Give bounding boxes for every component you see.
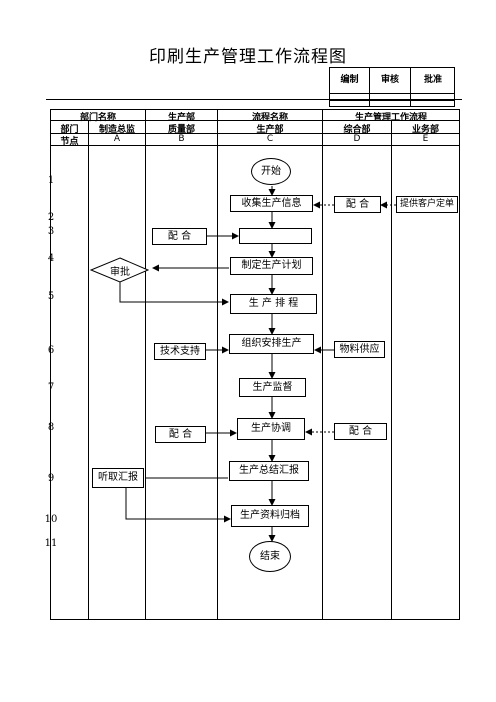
blank-step	[239, 228, 312, 244]
col-d-dept: 综合部	[343, 125, 371, 135]
schedule-step: 生 产 排 程	[230, 294, 317, 314]
approve-label: 审批	[110, 267, 130, 278]
customer-order-box: 提供客户定单	[396, 196, 458, 213]
table-row-line	[50, 145, 460, 146]
col-b-dept: 质量部	[167, 125, 195, 135]
table-bottom	[50, 619, 460, 620]
compile-label: 编制	[340, 75, 359, 85]
approve-label: 批准	[423, 75, 442, 85]
table-top	[50, 109, 460, 110]
dept-header: 部门	[60, 125, 79, 135]
col-a-node: A	[113, 134, 121, 144]
review-label: 审核	[380, 75, 399, 85]
cooperate-box-b: 配 合	[152, 228, 207, 245]
approval-table: 编制 审核 批准	[329, 67, 455, 107]
listen-report-box: 听取汇报	[92, 468, 144, 488]
node-number: 8	[47, 422, 55, 433]
table-col-line	[322, 109, 323, 620]
node-number: 9	[47, 473, 55, 484]
table-col-line	[459, 109, 460, 620]
col-b-node: B	[178, 134, 185, 144]
node-number: 6	[47, 345, 55, 356]
node-number: 1	[47, 175, 55, 186]
col-e-node: E	[422, 134, 429, 144]
cooperate-box-d8: 配 合	[334, 423, 387, 440]
col-c-node: C	[266, 134, 274, 144]
col-e-dept: 业务部	[411, 125, 439, 135]
make-plan-step: 制定生产计划	[230, 257, 313, 275]
node-header: 节点	[60, 137, 79, 147]
table-col-line	[88, 120, 89, 620]
production-dept-header: 生产部	[167, 113, 195, 123]
table-col-line	[217, 109, 218, 620]
end-terminator: 结束	[249, 541, 291, 572]
node-number: 7	[47, 382, 55, 393]
table-col-line	[50, 109, 51, 620]
col-d-node: D	[353, 134, 361, 144]
cooperate-box-d: 配 合	[334, 196, 381, 213]
node-number: 5	[47, 291, 55, 302]
tech-support-box: 技术支持	[154, 343, 206, 360]
collect-info-step: 收集生产信息	[230, 195, 313, 212]
material-supply-box: 物料供应	[334, 341, 385, 358]
start-terminator: 开始	[251, 158, 291, 185]
node-number: 3	[47, 226, 55, 237]
node-number: 4	[47, 253, 55, 264]
col-a-dept: 制造总监	[98, 125, 135, 135]
coordinate-step: 生产协调	[237, 418, 305, 440]
header-rule	[46, 99, 462, 100]
dept-name-header: 部门名称	[79, 113, 116, 123]
table-col-line	[145, 109, 146, 620]
approve-diamond	[89, 257, 150, 283]
table-row-line	[50, 133, 460, 134]
organize-production-step: 组织安排生产	[229, 334, 314, 354]
node-number: 10	[44, 514, 58, 525]
page-title: 印刷生产管理工作流程图	[149, 47, 347, 67]
summary-report-step: 生产总结汇报	[229, 461, 309, 481]
archive-step: 生产资料归档	[231, 505, 309, 527]
node-number: 2	[47, 212, 55, 223]
process-value-header: 生产管理工作流程	[354, 113, 427, 123]
table-row-line	[50, 120, 460, 121]
node-number: 11	[44, 538, 58, 549]
process-name-header: 流程名称	[251, 113, 288, 123]
col-c-dept: 生产部	[256, 125, 284, 135]
cooperate-box-b8: 配 合	[155, 426, 206, 443]
table-col-line	[391, 120, 392, 620]
monitor-step: 生产监督	[239, 378, 306, 397]
